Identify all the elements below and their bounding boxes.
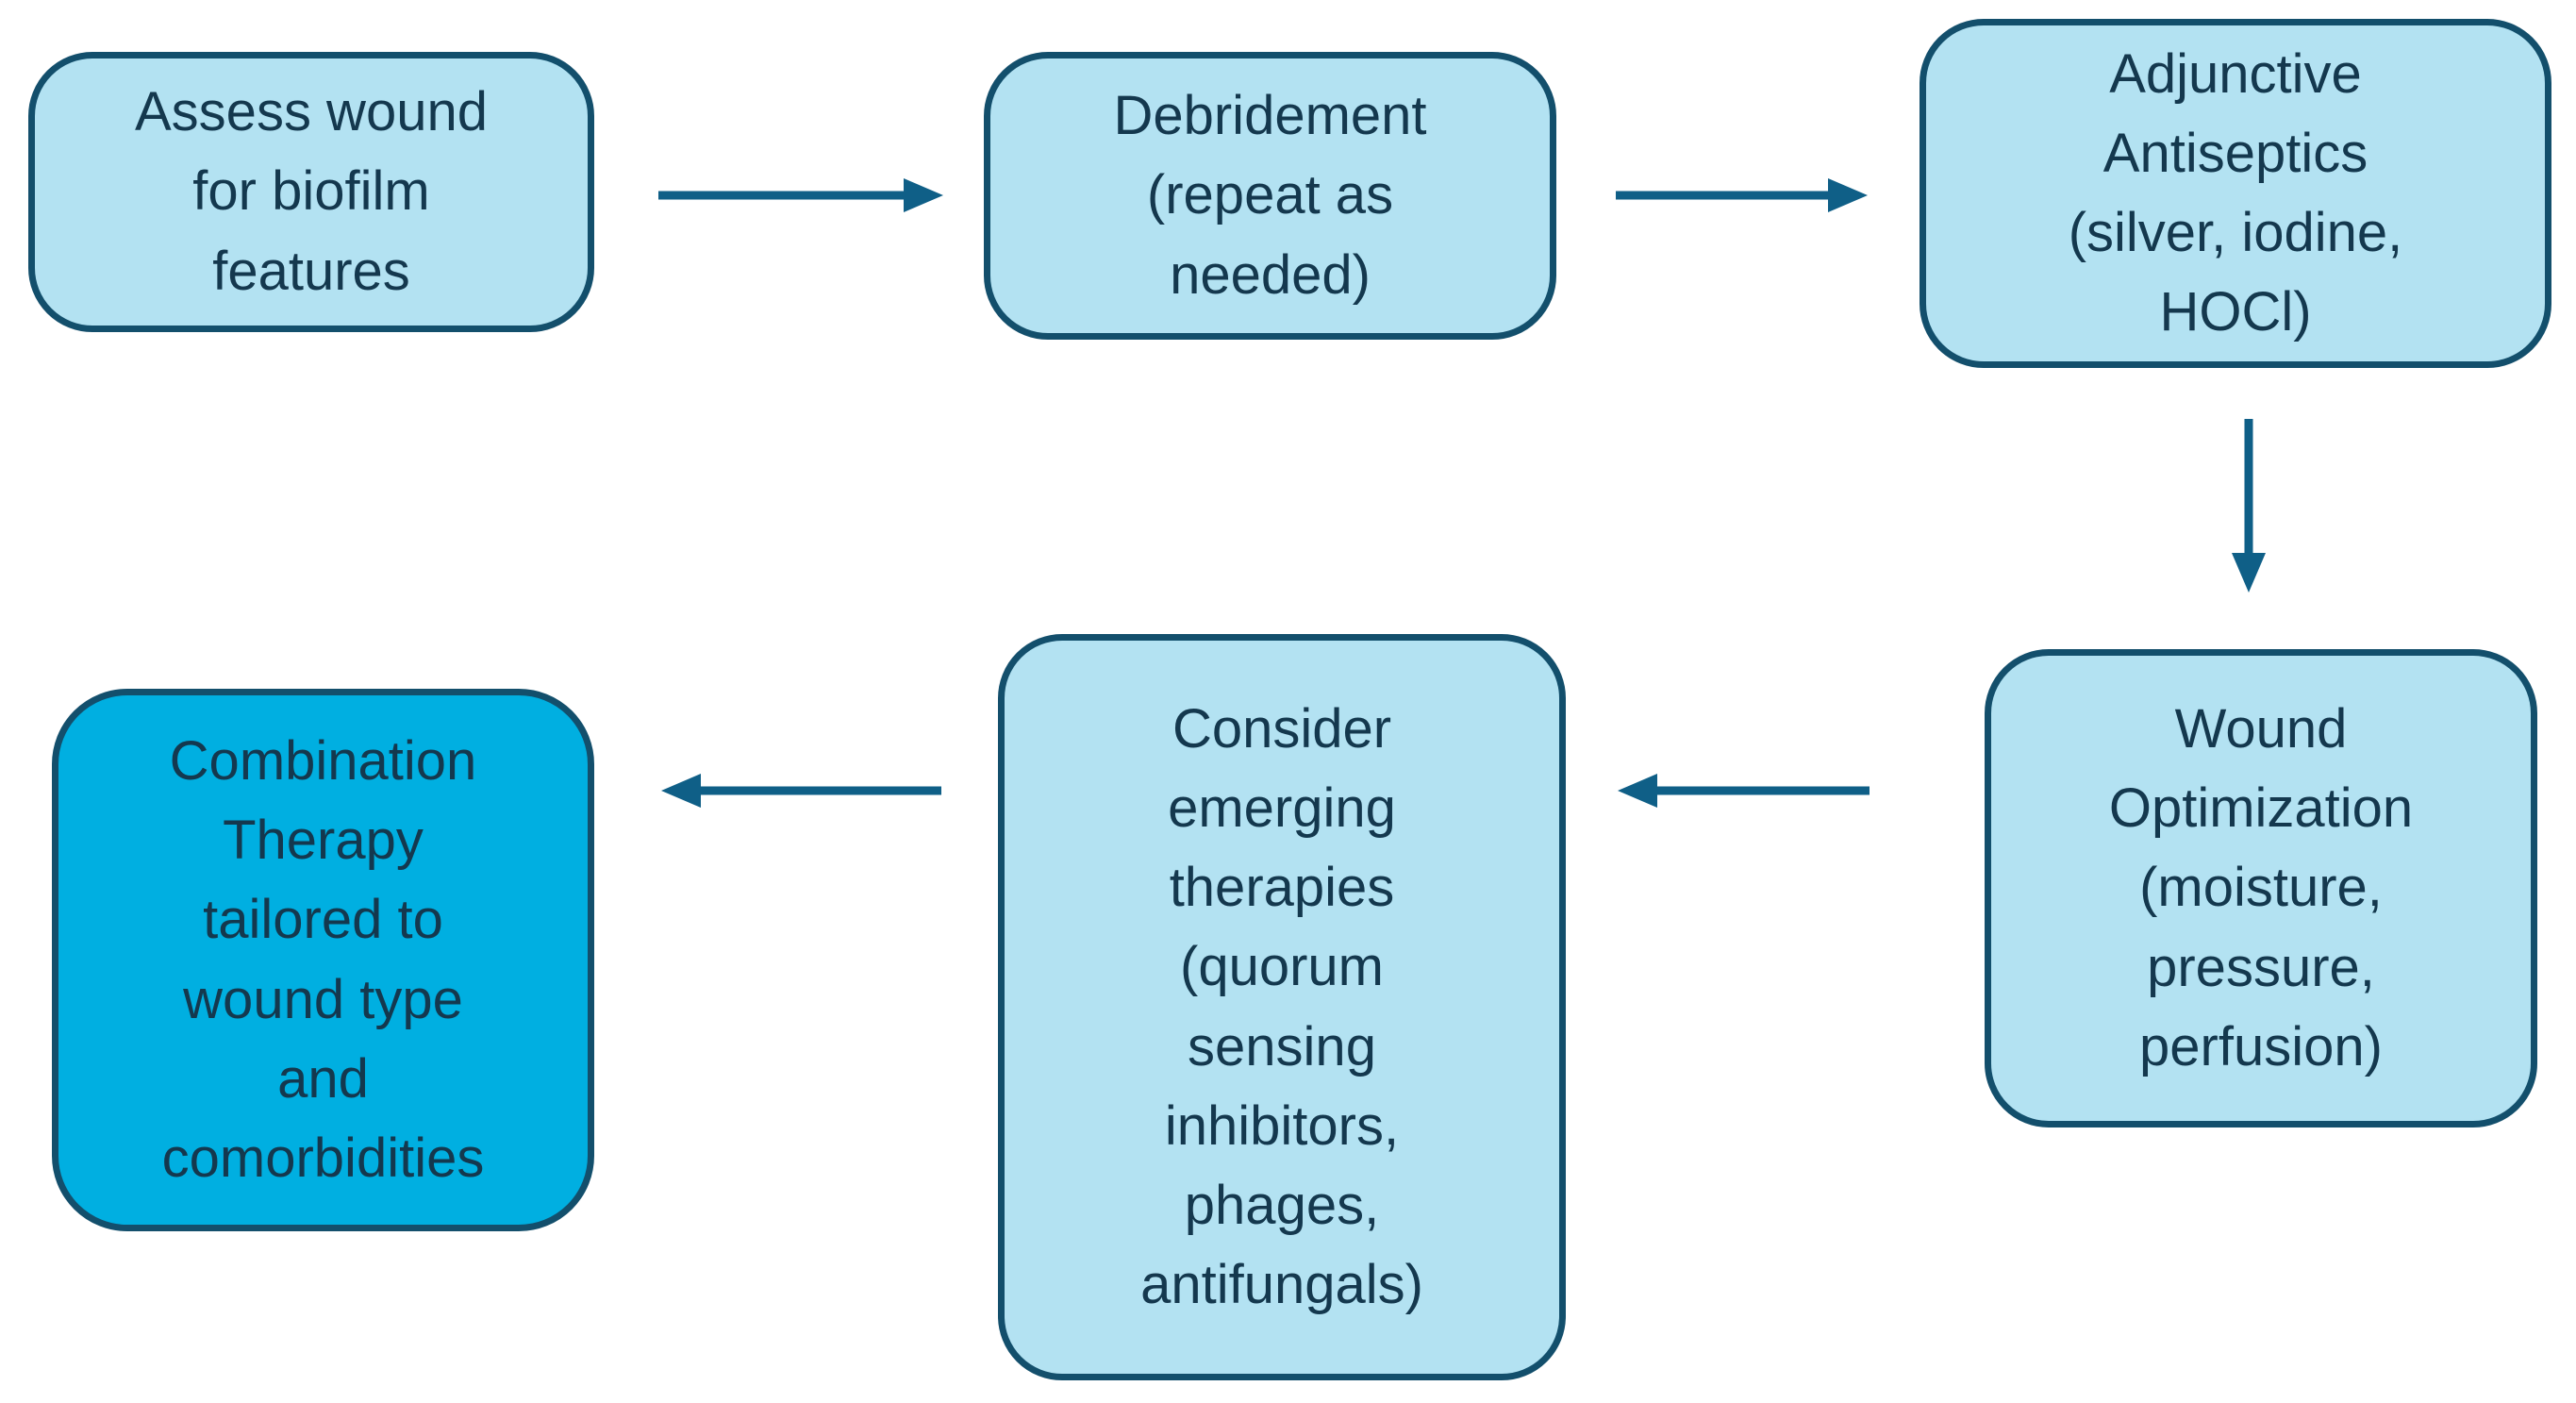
arrow-left-icon — [1618, 774, 1870, 808]
flow-node-adjunctive-antiseptics: Adjunctive Antiseptics (silver, iodine, … — [1920, 19, 2551, 368]
flow-node-label: Combination Therapy tailored to wound ty… — [161, 730, 485, 1189]
arrow-right-icon — [1616, 178, 1868, 212]
flow-node-label: Adjunctive Antiseptics (silver, iodine, … — [2068, 42, 2403, 343]
flow-node-label: Consider emerging therapies (quorum sens… — [1140, 698, 1423, 1315]
flow-node-assess-wound: Assess wound for biofilm features — [28, 52, 594, 332]
flow-node-debridement: Debridement (repeat as needed) — [984, 52, 1556, 340]
flow-node-label: Wound Optimization (moisture, pressure, … — [2108, 698, 2414, 1077]
flow-node-emerging-therapies: Consider emerging therapies (quorum sens… — [998, 634, 1566, 1380]
flow-node-combination-therapy: Combination Therapy tailored to wound ty… — [52, 689, 594, 1231]
arrow-down-icon — [2232, 419, 2266, 593]
arrow-left-icon — [661, 774, 941, 808]
flow-node-wound-optimization: Wound Optimization (moisture, pressure, … — [1985, 649, 2537, 1127]
flow-node-label: Debridement (repeat as needed) — [1113, 85, 1427, 306]
arrow-right-icon — [658, 178, 943, 212]
flow-node-label: Assess wound for biofilm features — [135, 81, 488, 302]
